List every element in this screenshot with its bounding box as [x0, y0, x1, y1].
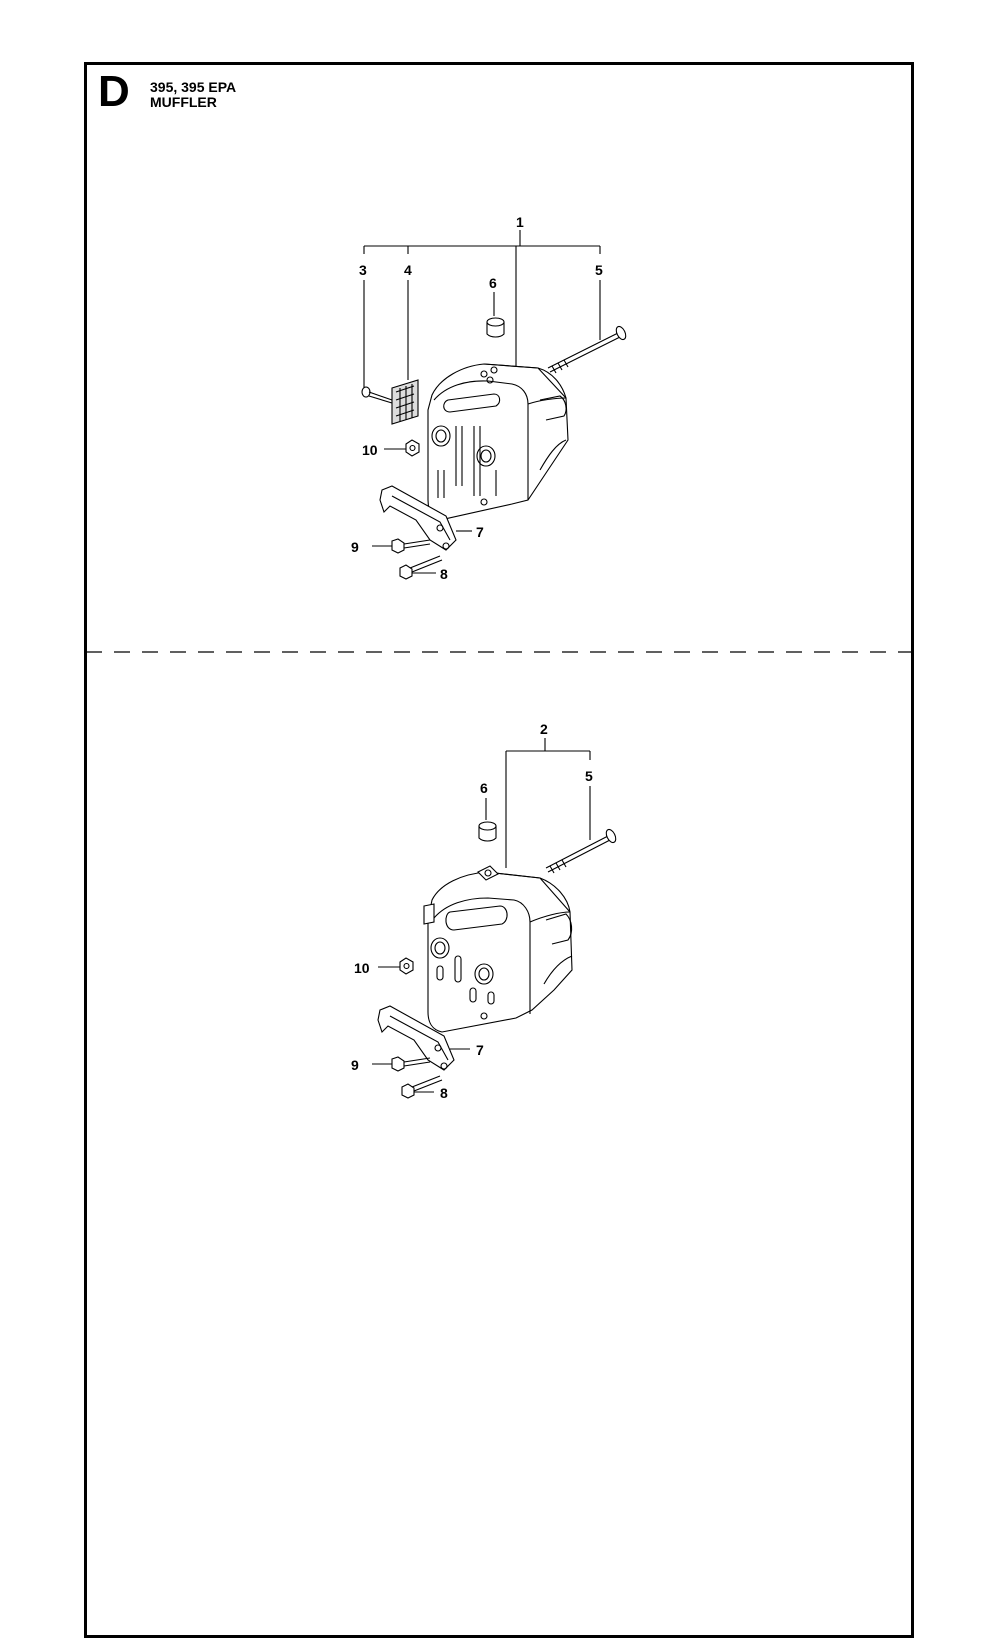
callouts-top: 1 3 4 5 6 10 7 9 8 [351, 214, 603, 582]
callout-1: 1 [516, 214, 524, 230]
callout-3: 3 [359, 262, 367, 278]
plug-part-6-bottom [478, 821, 497, 842]
callout-9: 9 [351, 1057, 359, 1073]
callout-7: 7 [476, 524, 484, 540]
callout-2: 2 [540, 721, 548, 737]
nut-part-10-bottom [399, 957, 414, 975]
screw-part-9-top [391, 538, 431, 554]
callout-7: 7 [476, 1042, 484, 1058]
exploded-view-top [361, 230, 627, 580]
leader-lines-top [363, 230, 601, 574]
model-name: 395, 395 EPA [150, 79, 237, 95]
plug-part-6-top [486, 317, 505, 338]
bracket-part-7-top [379, 485, 457, 551]
callout-8: 8 [440, 1085, 448, 1101]
muffler-top [427, 363, 569, 521]
exploded-view-bottom [372, 738, 617, 1099]
screw-part-8-bottom [401, 1075, 443, 1099]
callout-4: 4 [404, 262, 412, 278]
callout-5: 5 [585, 768, 593, 784]
callout-10: 10 [362, 442, 378, 458]
screw-part-3-top [361, 386, 393, 404]
callout-6: 6 [489, 275, 497, 291]
page-title: MUFFLER [150, 94, 217, 110]
screen-part-4-top [391, 379, 419, 425]
nut-part-10-top [405, 439, 420, 457]
muffler-bottom [423, 865, 573, 1033]
callout-6: 6 [480, 780, 488, 796]
callout-10: 10 [354, 960, 370, 976]
screw-part-9-bottom [391, 1056, 431, 1072]
callout-5: 5 [595, 262, 603, 278]
section-letter: D [98, 67, 130, 116]
parts-diagram: 1 3 4 5 6 10 7 9 8 [86, 214, 913, 1101]
callouts-bottom: 2 5 6 10 7 9 8 [351, 721, 593, 1101]
bolt-part-5-top [547, 325, 627, 374]
screw-part-8-top [399, 555, 443, 580]
leader-lines-bottom [372, 738, 591, 1093]
callout-9: 9 [351, 539, 359, 555]
header-text: 395, 395 EPA MUFFLER [150, 80, 236, 110]
callout-8: 8 [440, 566, 448, 582]
bracket-part-7-bottom [377, 1005, 455, 1071]
bolt-part-5-bottom [545, 828, 617, 874]
